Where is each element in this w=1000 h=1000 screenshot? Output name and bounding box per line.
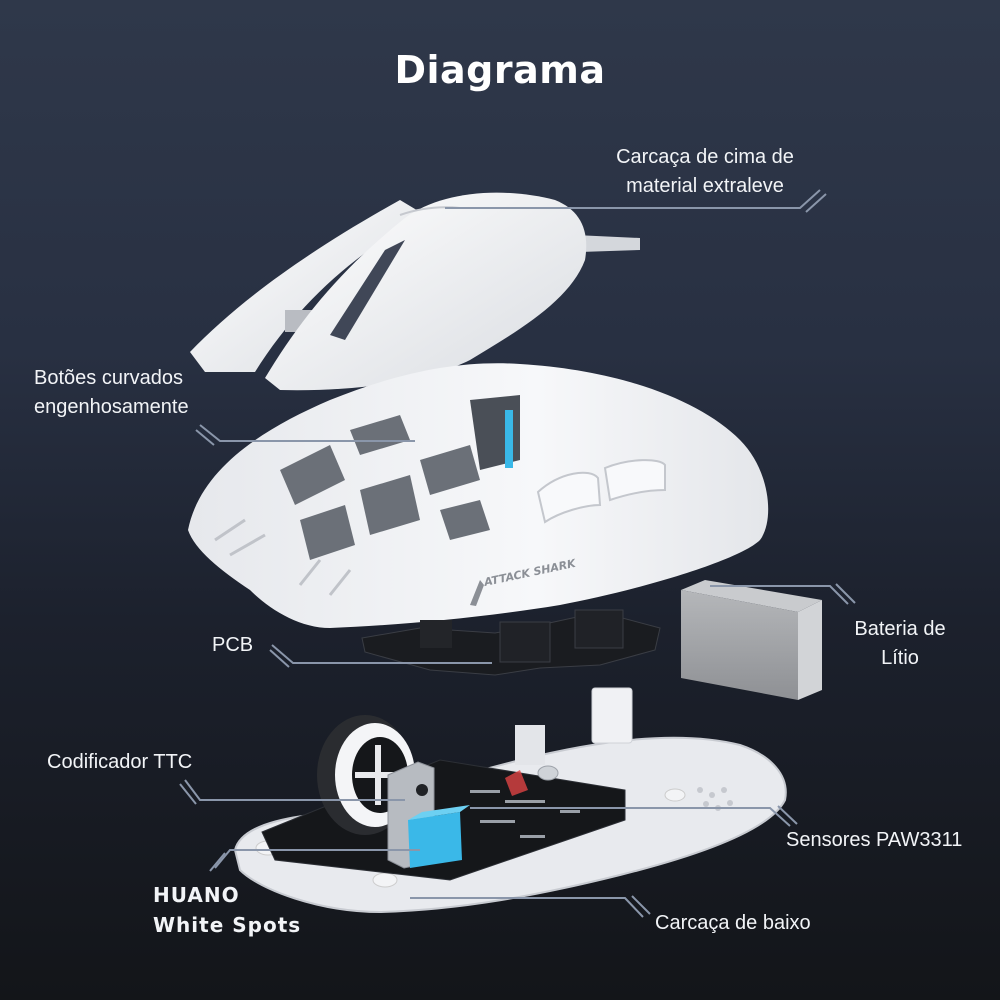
callout-pcb: PCB [212, 631, 253, 660]
callout-sensor: Sensores PAW3311 [786, 826, 962, 855]
leader-bottom-shell [410, 897, 644, 918]
mouse-body-part: ATTACK SHARK [188, 363, 769, 628]
callout-switches-line1: HUANO [153, 883, 240, 907]
callout-sensor-line1: Sensores PAW3311 [786, 829, 963, 851]
callout-top-shell-line2: material extraleve [626, 175, 784, 197]
callout-bottom-shell-line1: Carcaça de baixo [655, 912, 811, 934]
callout-buttons: Botões curvados engenhosamente [34, 364, 189, 422]
callout-buttons-line2: engenhosamente [34, 396, 189, 418]
callout-pcb-line1: PCB [212, 634, 254, 656]
callout-top-shell: Carcaça de cima de material extraleve [600, 143, 810, 201]
leader-lines [179, 189, 856, 918]
callout-buttons-line1: Botões curvados [34, 367, 183, 389]
callout-switches: HUANO White Spots [153, 880, 301, 940]
callout-bottom-shell: Carcaça de baixo [655, 909, 811, 938]
diagram-title: Diagrama [394, 48, 606, 92]
callout-battery: Bateria de Lítio [840, 615, 960, 673]
callout-battery-line2: Lítio [881, 647, 919, 669]
callout-encoder-line1: Codificador TTC [47, 751, 193, 773]
pcb-part [361, 609, 661, 676]
leader-encoder [184, 779, 405, 801]
callout-encoder: Codificador TTC [47, 748, 192, 777]
top-shell-part [190, 192, 640, 391]
callout-switches-line2: White Spots [153, 913, 302, 937]
leader-sensor [470, 807, 791, 827]
leader-battery [710, 585, 849, 605]
leader-buttons [199, 424, 415, 442]
leader-switches [214, 849, 420, 869]
leader-top-shell [445, 189, 821, 209]
callout-battery-line1: Bateria de [854, 618, 946, 640]
battery-part [681, 580, 822, 700]
leader-pcb [271, 644, 492, 664]
callout-top-shell-line1: Carcaça de cima de [616, 146, 794, 168]
